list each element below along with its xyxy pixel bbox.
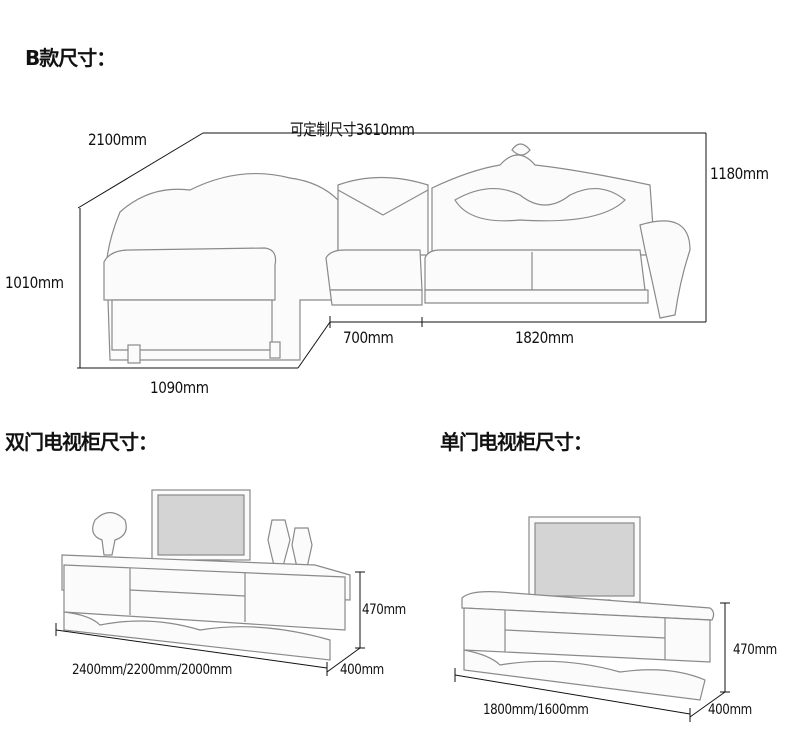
- sofa-middle-width-label: 700mm: [343, 328, 394, 347]
- sofa-side-height-label: 1010mm: [5, 273, 64, 292]
- sofa-total-width-label: 可定制尺寸3610mm: [290, 120, 415, 139]
- sofa-illustration: [103, 143, 691, 364]
- double-door-tv-cabinet-illustration: [61, 489, 351, 661]
- single-door-length-label: 1800mm/1600mm: [483, 702, 589, 718]
- single-door-tv-cabinet-illustration: [461, 516, 715, 701]
- single-door-section-title: 单门电视柜尺寸：: [440, 430, 593, 454]
- double-door-height-label: 470mm: [362, 602, 406, 618]
- single-door-depth-label: 400mm: [708, 702, 752, 718]
- sofa-chaise-width-label: 1090mm: [150, 378, 209, 397]
- single-door-dimension-lines: [454, 602, 730, 722]
- sofa-section-title: B款尺寸：: [25, 46, 116, 70]
- sofa-three-seat-width-label: 1820mm: [515, 328, 574, 347]
- double-door-depth-label: 400mm: [340, 662, 384, 678]
- sofa-back-height-label: 1180mm: [710, 164, 769, 183]
- double-door-dimension-lines: [55, 571, 365, 676]
- single-door-height-label: 470mm: [733, 642, 777, 658]
- sofa-dimension-lines: [77, 132, 707, 369]
- double-door-length-label: 2400mm/2200mm/2000mm: [72, 662, 232, 678]
- double-door-section-title: 双门电视柜尺寸：: [5, 430, 158, 454]
- sofa-depth-label: 2100mm: [88, 130, 147, 149]
